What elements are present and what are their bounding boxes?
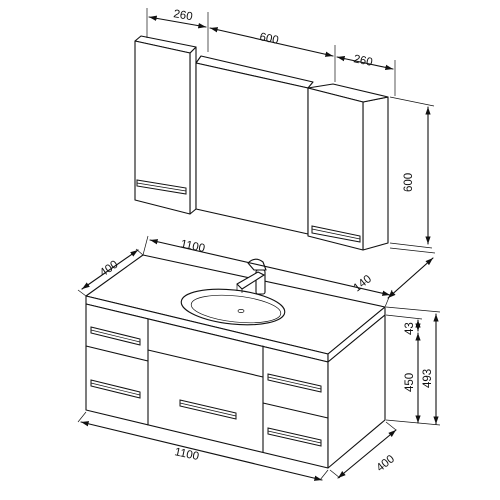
vanity-unit — [85, 254, 386, 469]
dim-mirror-height: 600 — [403, 173, 415, 192]
sink-basin — [180, 288, 286, 326]
drawer-handle-center — [179, 399, 237, 420]
drawer-handle-right-top — [267, 373, 322, 393]
left-cabinet-handle — [136, 179, 187, 195]
dim-top-width: 1100 — [179, 238, 206, 255]
left-cabinet-front — [134, 40, 191, 215]
left-cabinet-side — [189, 46, 197, 215]
dim-mirror-center-width: 600 — [258, 31, 279, 47]
right-cabinet-side — [362, 96, 389, 251]
dim-total-height: 493 — [422, 369, 434, 388]
mirror-panel — [195, 62, 309, 235]
dim-cabinet-height: 450 — [404, 373, 416, 392]
right-cabinet-front — [307, 87, 364, 251]
dim-mirror-right-width: 260 — [352, 53, 373, 69]
drawer-handle-left-bottom — [90, 379, 141, 399]
cabinet-side — [327, 314, 386, 469]
drawer-handle-left-top — [90, 326, 141, 346]
vanity-dimension-lines — [77, 235, 441, 481]
dim-wall-gap: 140 — [351, 273, 374, 294]
dim-cabinet-depth: 400 — [374, 453, 397, 474]
dim-mirror-left-width: 260 — [172, 8, 193, 23]
dim-top-thickness: 43 — [404, 322, 416, 335]
dim-cabinet-width: 1100 — [173, 446, 200, 463]
mirror-cabinet — [134, 8, 435, 251]
